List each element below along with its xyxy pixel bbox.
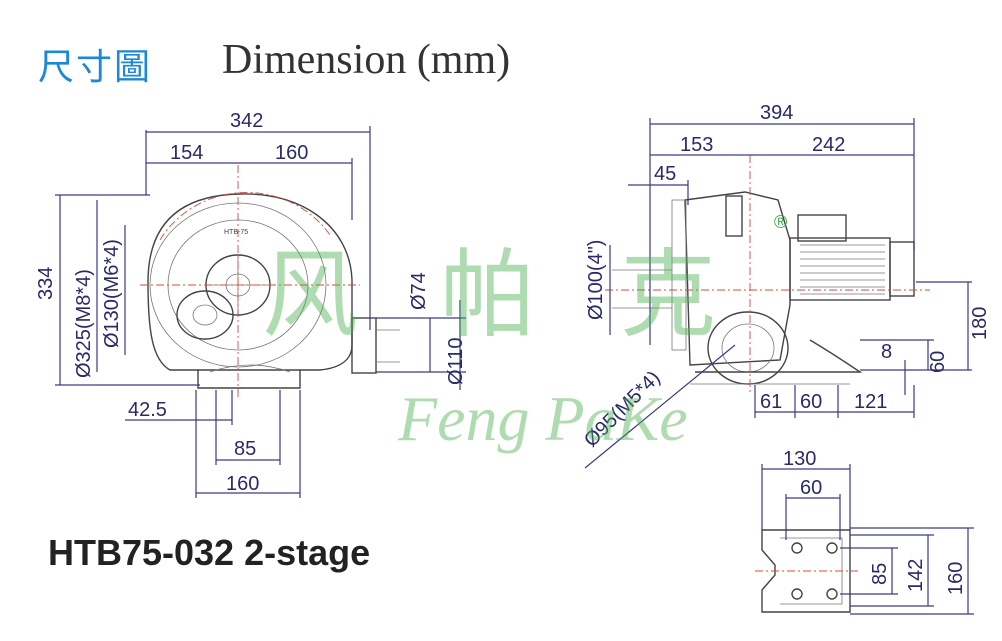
dim-base-outer-length: 160 xyxy=(945,562,967,595)
dim-base-outer-width: 130 xyxy=(783,448,816,470)
title-english: Dimension (mm) xyxy=(222,37,511,83)
dim-base-hole-spacing: 85 xyxy=(234,438,256,460)
front-view: HTB-75 342 154 160 334 Ø325(M8*4) Ø130(M… xyxy=(35,110,467,498)
dim-inner-bolt-circle: Ø130(M6*4) xyxy=(101,239,123,348)
dim-flange: 45 xyxy=(654,163,676,185)
trademark-symbol: ® xyxy=(774,212,787,232)
base-view: 130 60 85 142 160 xyxy=(755,448,974,615)
dim-outlet-inner: Ø74 xyxy=(408,272,430,310)
dim-foot-b: 60 xyxy=(800,391,822,413)
watermark-char-1: 风 xyxy=(262,239,358,351)
blower-model-plate: HTB-75 xyxy=(224,229,248,236)
dim-overall-length: 394 xyxy=(760,102,793,124)
dim-motor-part: 242 xyxy=(812,134,845,156)
dim-foot-c: 121 xyxy=(854,391,887,413)
watermark: 风 帕 克 Feng PaKe xyxy=(262,239,716,454)
dim-overall-width: 342 xyxy=(230,110,263,132)
watermark-english: Feng PaKe xyxy=(397,383,688,454)
title-chinese: 尺寸圖 xyxy=(38,47,153,88)
dim-base-inner-width: 60 xyxy=(800,477,822,499)
dim-outlet-outer: Ø110 xyxy=(445,338,467,385)
dim-base-height: 60 xyxy=(927,351,949,373)
watermark-char-3: 克 xyxy=(620,239,716,351)
model-label: HTB75-032 2-stage xyxy=(48,532,371,573)
dim-inlet: Ø100(4") xyxy=(585,240,607,320)
dim-base-width: 160 xyxy=(226,473,259,495)
dim-base-offset: 42.5 xyxy=(128,399,167,421)
dim-base-hole-spacing-y: 85 xyxy=(869,563,891,585)
dim-left-part: 154 xyxy=(170,142,203,164)
dim-right-part: 160 xyxy=(275,142,308,164)
dim-foot-a: 61 xyxy=(760,391,782,413)
dim-shaft-height: 180 xyxy=(969,307,991,340)
dim-overall-height: 334 xyxy=(35,267,57,300)
dim-base-inner-length: 142 xyxy=(905,559,927,592)
watermark-char-2: 帕 xyxy=(440,239,536,351)
dim-base-thickness: 8 xyxy=(881,341,892,363)
dim-outer-bolt-circle: Ø325(M8*4) xyxy=(73,269,95,378)
dim-front-part: 153 xyxy=(680,134,713,156)
